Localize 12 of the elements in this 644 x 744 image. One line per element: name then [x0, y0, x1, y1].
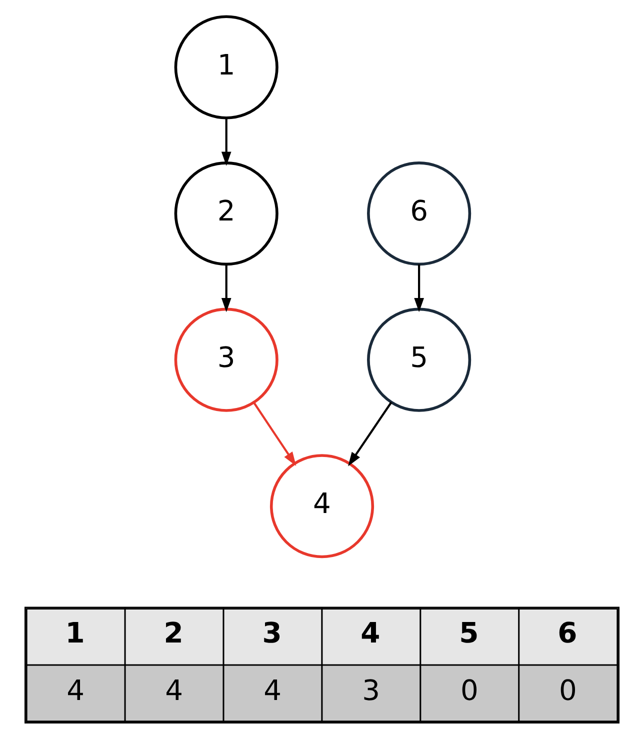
label: 4	[360, 616, 380, 650]
label: 5	[459, 616, 479, 650]
label: 1	[65, 616, 85, 650]
label: 4	[264, 674, 282, 707]
label: 2	[164, 616, 184, 650]
label: 3	[362, 674, 380, 707]
label: 4	[165, 674, 184, 707]
label: 4	[66, 674, 85, 707]
label: 6	[558, 616, 578, 650]
label: 0	[559, 674, 577, 707]
label: 0	[460, 674, 478, 707]
label: 3	[262, 616, 282, 650]
